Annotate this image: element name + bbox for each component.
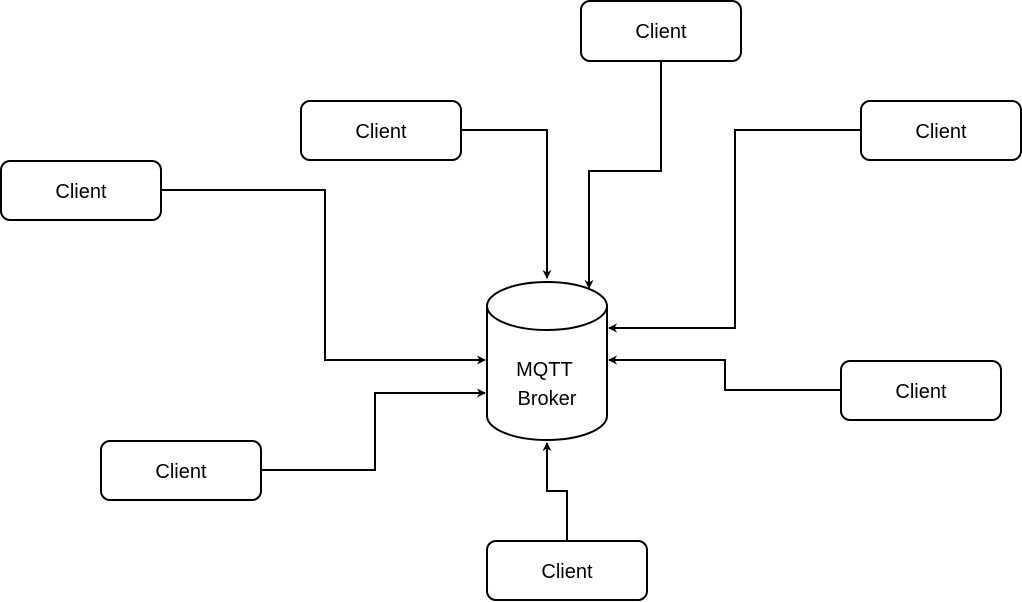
- broker-cylinder-body: [486, 306, 608, 441]
- client-box: [0, 160, 162, 221]
- client-label: Client: [635, 21, 687, 43]
- client-label: Client: [55, 181, 107, 203]
- client-label: Client: [915, 121, 967, 143]
- edge-client-upper-right-to-broker[interactable]: [608, 129, 861, 333]
- client-node-lower-left[interactable]: Client: [100, 440, 262, 501]
- client-label: Client: [355, 121, 407, 143]
- broker-cylinder-top: [486, 281, 608, 331]
- broker-node[interactable]: MQTT Broker: [486, 281, 608, 441]
- client-box: [840, 360, 1002, 421]
- client-label: Client: [895, 381, 947, 403]
- client-box: [100, 440, 262, 501]
- client-box: [300, 100, 462, 161]
- broker-label-line-2: Broker: [518, 388, 577, 410]
- edge-client-lower-left-to-broker[interactable]: [261, 388, 486, 471]
- client-label: Client: [541, 561, 593, 583]
- edge-client-right-to-broker[interactable]: [608, 355, 841, 391]
- client-node-upper-right[interactable]: Client: [860, 100, 1022, 161]
- client-label: Client: [155, 461, 207, 483]
- client-node-right[interactable]: Client: [840, 360, 1002, 421]
- client-node-left[interactable]: Client: [0, 160, 162, 221]
- edge-client-top-to-broker[interactable]: [584, 61, 662, 289]
- client-node-top[interactable]: Client: [580, 0, 742, 62]
- broker-label: MQTT Broker: [516, 359, 578, 410]
- broker-label-line-1: MQTT: [516, 359, 572, 381]
- client-box: [580, 0, 742, 62]
- client-box: [860, 100, 1022, 161]
- client-node-bottom[interactable]: Client: [486, 540, 648, 601]
- client-box: [486, 540, 648, 601]
- edge-client-bottom-to-broker[interactable]: [542, 442, 568, 541]
- edge-client-upper-left-to-broker[interactable]: [461, 129, 552, 279]
- client-node-upper-left[interactable]: Client: [300, 100, 462, 161]
- edge-client-left-to-broker[interactable]: [161, 189, 486, 365]
